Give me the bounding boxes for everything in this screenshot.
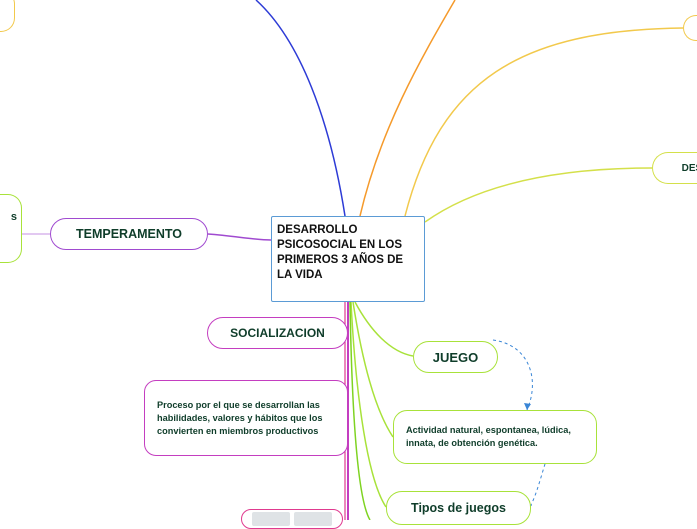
socializacion-label: SOCIALIZACION xyxy=(230,326,325,340)
image-thumbnail xyxy=(294,512,332,526)
temperamento-node[interactable]: TEMPERAMENTO xyxy=(50,218,208,250)
juego-label: JUEGO xyxy=(433,350,479,365)
connector-top-blue xyxy=(256,0,345,216)
desa-node-label: DESA xyxy=(682,163,697,174)
actividad-label: Actividad natural, espontanea, lúdica, i… xyxy=(406,424,584,450)
left-node-stub-label: s xyxy=(11,211,17,223)
connector-tipos xyxy=(351,302,386,507)
connector-top-orange xyxy=(360,0,455,216)
tipos-de-juegos-label: Tipos de juegos xyxy=(411,501,506,515)
temperamento-label: TEMPERAMENTO xyxy=(76,227,182,241)
proceso-label: Proceso por el que se desarrollan las ha… xyxy=(157,399,335,438)
proceso-node[interactable]: Proceso por el que se desarrollan las ha… xyxy=(144,380,348,456)
desa-node[interactable]: DESA xyxy=(652,152,697,184)
connector-actividad xyxy=(353,302,393,437)
central-topic-label: DESARROLLO PSICOSOCIAL EN LOS PRIMEROS 3… xyxy=(277,223,419,283)
connector-juego xyxy=(355,302,413,356)
image-thumbnail xyxy=(252,512,290,526)
image-node-stub[interactable] xyxy=(241,509,343,529)
central-topic[interactable]: DESARROLLO PSICOSOCIAL EN LOS PRIMEROS 3… xyxy=(271,216,425,302)
connector-temperamento xyxy=(208,234,271,240)
juego-node[interactable]: JUEGO xyxy=(413,341,498,373)
actividad-node[interactable]: Actividad natural, espontanea, lúdica, i… xyxy=(393,410,597,464)
connector-top-right-yellow xyxy=(405,28,683,216)
connector-desa-yellow xyxy=(425,168,652,222)
socializacion-node[interactable]: SOCIALIZACION xyxy=(207,317,348,349)
dashed-link-juego-actividad xyxy=(493,340,532,410)
left-node-stub[interactable]: s xyxy=(0,194,22,263)
